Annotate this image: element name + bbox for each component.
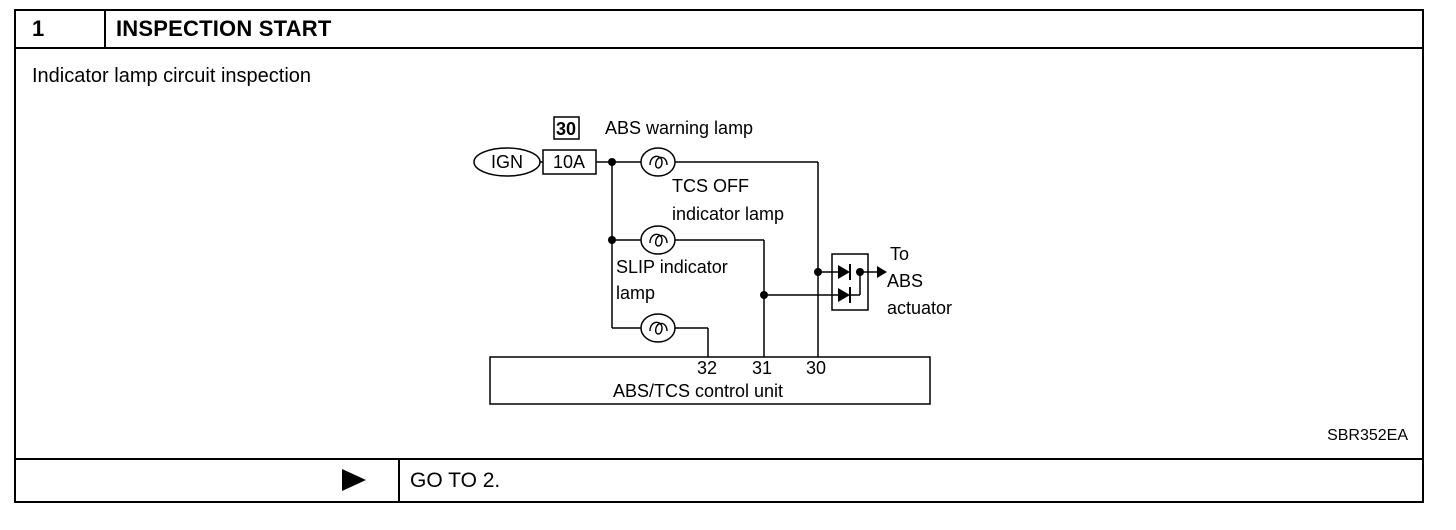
next-step-link[interactable]: GO TO 2. [410, 469, 501, 492]
pin-31-label: 31 [752, 358, 772, 378]
abs-lamp-label: ABS warning lamp [605, 118, 753, 138]
control-unit-box [489, 356, 931, 405]
step-number: 1 [16, 11, 106, 47]
diode-block [831, 253, 869, 311]
diagram-reference-code: SBR352EA [1327, 427, 1408, 444]
slip-lamp-label-line1: SLIP indicator [616, 257, 728, 277]
diode-icon [838, 264, 851, 303]
inspection-table: 1 INSPECTION START Indicator lamp circui… [14, 9, 1424, 503]
section-subtitle: Indicator lamp circuit inspection [32, 65, 312, 87]
actuator-label-line1: To [890, 244, 909, 264]
actuator-label-line2: ABS [887, 271, 923, 291]
junction-dots [608, 158, 864, 299]
step-footer: GO TO 2. [16, 458, 1422, 501]
step-body: Indicator lamp circuit inspection SBR352… [16, 49, 1422, 460]
slip-lamp-label-line2: lamp [616, 283, 655, 303]
fuse-number-label: 30 [556, 119, 576, 139]
abs-warning-lamp-symbol [640, 147, 676, 177]
step-title: INSPECTION START [116, 16, 332, 41]
slip-indicator-lamp-symbol [640, 313, 676, 343]
control-unit-label: ABS/TCS control unit [613, 381, 783, 401]
result-cell [16, 460, 400, 501]
fuse-rating-label: 10A [553, 152, 585, 172]
step-header: 1 INSPECTION START [16, 11, 1422, 49]
tcs-lamp-label-line2: indicator lamp [672, 204, 784, 224]
play-arrow-icon [342, 469, 366, 491]
actuator-label-line3: actuator [887, 298, 952, 318]
output-arrow-icon [877, 266, 887, 278]
fuse-number-box [553, 116, 580, 140]
power-source-label: IGN [491, 152, 523, 172]
pin-30-label: 30 [806, 358, 826, 378]
tcs-off-lamp-symbol [640, 225, 676, 255]
tcs-lamp-label-line1: TCS OFF [672, 176, 749, 196]
pin-32-label: 32 [697, 358, 717, 378]
